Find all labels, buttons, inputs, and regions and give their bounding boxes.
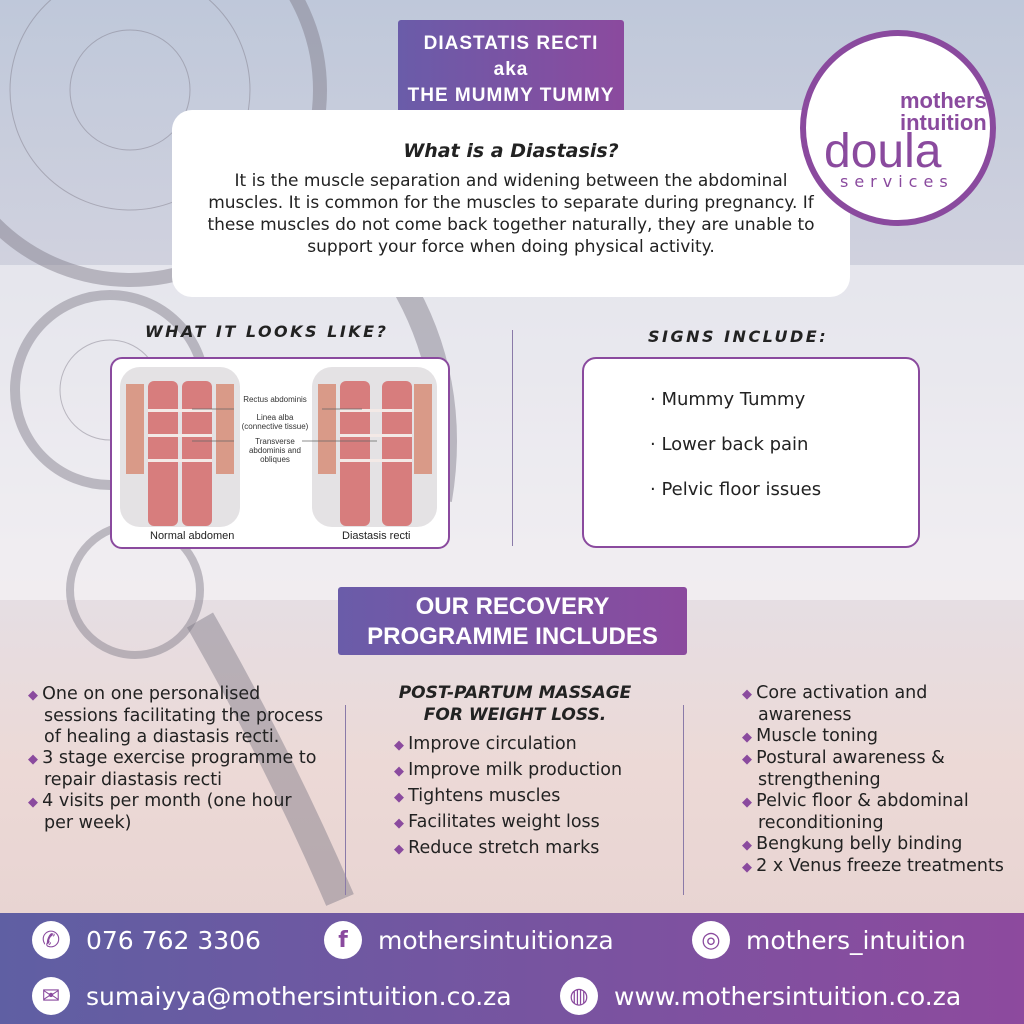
list-item: ◆ Muscle toning — [742, 726, 878, 746]
abdomen-illustration — [120, 367, 437, 527]
list-item: ◆ 2 x Venus freeze treatments — [742, 856, 1004, 876]
title-banner: DIASTATIS RECTI aka THE MUMMY TUMMY — [398, 20, 624, 122]
list-item: ◆ Tightens muscles — [394, 786, 561, 806]
divider — [512, 330, 513, 546]
list-item: ◆ Postural awareness & strengthening — [742, 748, 945, 790]
website-link[interactable]: ◍www.mothersintuition.co.za — [560, 977, 961, 1015]
list-item: ◆ Improve circulation — [394, 734, 577, 754]
phone-icon: ✆ — [32, 921, 70, 959]
definition-body: It is the muscle separation and widening… — [207, 171, 815, 257]
label-rectus: Rectus abdominis — [243, 395, 307, 404]
recovery-line-1: OUR RECOVERY — [415, 593, 610, 620]
programme-column-3: ◆ Core activation and awareness ◆ Muscle… — [740, 683, 1020, 878]
signs-card: · Mummy Tummy · Lower back pain · Pelvic… — [582, 357, 920, 548]
instagram-icon: ◎ — [692, 921, 730, 959]
definition-heading: What is a Diastasis? — [403, 140, 619, 162]
programme-column-1: ◆ One on one personalised sessions facil… — [26, 684, 326, 834]
divider — [345, 705, 346, 895]
list-item: ◆ Improve milk production — [394, 760, 623, 780]
massage-heading-2: FOR WEIGHT LOSS. — [423, 705, 607, 725]
instagram-link[interactable]: ◎mothers_intuition — [692, 921, 966, 959]
massage-heading-1: POST-PARTUM MASSAGE — [398, 683, 632, 703]
phone-link[interactable]: ✆076 762 3306 — [32, 921, 261, 959]
mail-icon: ✉ — [32, 977, 70, 1015]
logo-text-4: services — [840, 172, 954, 191]
signs-heading: SIGNS INCLUDE: — [648, 327, 829, 346]
sign-item: · Lower back pain — [650, 434, 809, 455]
logo-text-3: doula — [824, 125, 942, 178]
list-item: ◆ 3 stage exercise programme to repair d… — [28, 748, 317, 790]
label-linea-alba: Linea alba (connective tissue) — [241, 413, 309, 431]
divider — [683, 705, 684, 895]
logo-text-2: intuition — [900, 110, 987, 135]
recovery-banner: OUR RECOVERY PROGRAMME INCLUDES — [338, 587, 687, 655]
title-line-1: DIASTATIS RECTI — [423, 33, 599, 54]
recovery-line-2: PROGRAMME INCLUDES — [367, 623, 658, 650]
list-item: ◆ One on one personalised sessions facil… — [28, 684, 324, 747]
logo-text-1: mothers — [900, 88, 987, 113]
definition-card: What is a Diastasis? It is the muscle se… — [172, 110, 850, 297]
title-line-3: THE MUMMY TUMMY — [407, 85, 615, 106]
globe-icon: ◍ — [560, 977, 598, 1015]
email-link[interactable]: ✉sumaiyya@mothersintuition.co.za — [32, 977, 512, 1015]
label-transverse: Transverse abdominis and obliques — [248, 437, 302, 464]
facebook-icon: f — [324, 921, 362, 959]
caption-normal: Normal abdomen — [150, 530, 235, 542]
abdomen-diagram: Rectus abdominis Linea alba (connective … — [110, 357, 450, 549]
sign-item: · Mummy Tummy — [650, 389, 806, 410]
caption-diastasis: Diastasis recti — [342, 530, 411, 542]
list-item: ◆ Bengkung belly binding — [742, 834, 963, 854]
list-item: ◆ 4 visits per month (one hour per week) — [28, 791, 292, 833]
list-item: ◆ Reduce stretch marks — [394, 838, 600, 858]
looks-heading: WHAT IT LOOKS LIKE? — [145, 322, 389, 341]
list-item: ◆ Facilitates weight loss — [394, 812, 600, 832]
sign-item: · Pelvic floor issues — [650, 479, 822, 500]
list-item: ◆ Pelvic floor & abdominal reconditionin… — [742, 791, 969, 833]
title-line-2: aka — [493, 59, 529, 80]
list-item: ◆ Core activation and awareness — [742, 683, 928, 725]
